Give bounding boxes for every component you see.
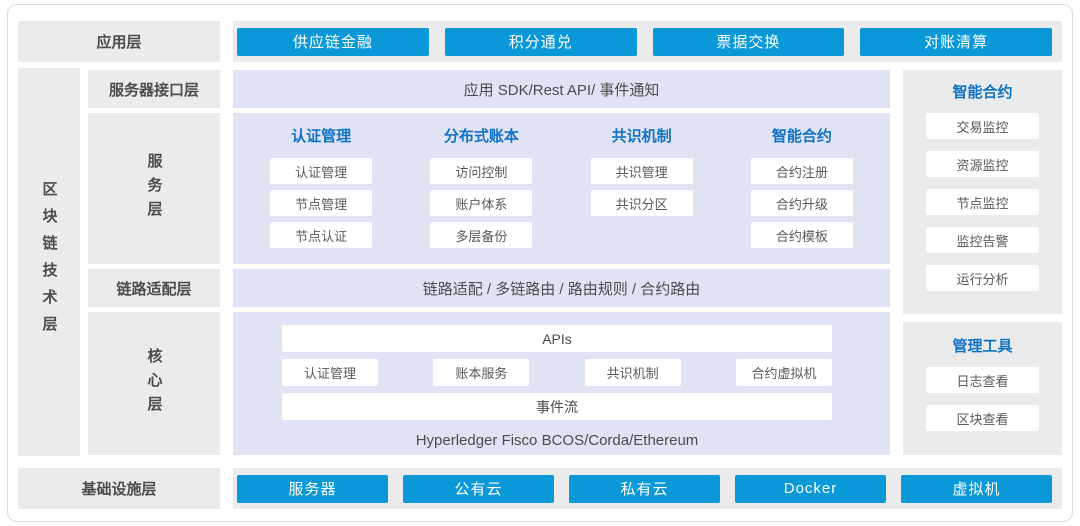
- service-item: 合约注册: [750, 158, 853, 184]
- blockchain-tech-layer-text: 区块链技术层: [40, 181, 58, 343]
- tools-item: 区块查看: [926, 405, 1039, 431]
- monitor-item: 交易监控: [926, 113, 1039, 139]
- infra-node-server: 服务器: [237, 474, 388, 503]
- link-adapter-bar: 链路适配 / 多链路由 / 路由规则 / 合约路由: [233, 269, 890, 307]
- service-layer-label: 服务层: [88, 113, 220, 264]
- core-module: 共识机制: [584, 359, 681, 386]
- app-layer-strip: 供应链金融 积分通兑 票据交换 对账清算: [233, 21, 1062, 62]
- service-column-consensus: 共识机制 共识管理 共识分区: [562, 123, 722, 256]
- monitor-item: 节点监控: [926, 189, 1039, 215]
- monitor-item: 监控告警: [926, 227, 1039, 253]
- service-item: 共识管理: [590, 158, 693, 184]
- core-module: 认证管理: [282, 359, 378, 386]
- app-node-bill-exchange: 票据交换: [652, 27, 845, 56]
- app-node-points-exchange: 积分通兑: [444, 27, 637, 56]
- service-column-header: 智能合约: [771, 128, 832, 145]
- core-module: 账本服务: [433, 359, 530, 386]
- tools-panel-title: 管理工具: [952, 338, 1013, 355]
- app-node-reconciliation: 对账清算: [860, 27, 1052, 56]
- infra-node-docker: Docker: [735, 474, 886, 503]
- link-layer-label: 链路适配层: [88, 269, 220, 307]
- service-column-contract: 智能合约 合约注册 合约升级 合约模板: [722, 123, 882, 256]
- apis-bar: APIs: [282, 325, 832, 352]
- infra-node-vm: 虚拟机: [901, 474, 1052, 503]
- service-column-header: 分布式账本: [443, 128, 519, 145]
- core-layer-label: 核心层: [88, 312, 220, 455]
- core-layer-text: 核心层: [145, 347, 163, 420]
- service-item: 节点认证: [270, 222, 373, 248]
- service-column-ledger: 分布式账本 访问控制 账户体系 多层备份: [401, 123, 561, 256]
- monitor-item: 运行分析: [926, 265, 1039, 291]
- service-item: 多层备份: [430, 222, 533, 248]
- app-node-supply-chain-finance: 供应链金融: [237, 27, 429, 56]
- sdk-api-bar: 应用 SDK/Rest API/ 事件通知: [233, 70, 890, 108]
- service-item: 访问控制: [430, 158, 533, 184]
- infra-node-public-cloud: 公有云: [403, 474, 554, 503]
- service-item: 认证管理: [270, 158, 373, 184]
- service-item: 节点管理: [270, 190, 373, 216]
- app-layer-label: 应用层: [18, 21, 220, 62]
- infra-node-private-cloud: 私有云: [569, 474, 720, 503]
- tools-item: 日志查看: [926, 367, 1039, 393]
- platforms-text: Hyperledger Fisco BCOS/Corda/Ethereum: [415, 432, 699, 449]
- service-layer-text: 服务层: [145, 152, 163, 225]
- service-column-header: 共识机制: [611, 128, 672, 145]
- service-item: 共识分区: [590, 190, 693, 216]
- service-item: 合约模板: [750, 222, 853, 248]
- service-item: 合约升级: [750, 190, 853, 216]
- core-module: 合约虚拟机: [735, 359, 832, 386]
- monitor-item: 资源监控: [926, 151, 1039, 177]
- infrastructure-strip: 服务器 公有云 私有云 Docker 虚拟机: [233, 468, 1062, 509]
- service-layer-panel: 认证管理 认证管理 节点管理 节点认证 分布式账本 访问控制 账户体系 多层备份…: [233, 113, 890, 264]
- interface-layer-label: 服务器接口层: [88, 70, 220, 108]
- blockchain-tech-layer-label: 区块链技术层: [18, 68, 80, 456]
- service-column-header: 认证管理: [291, 128, 352, 145]
- service-item: 账户体系: [430, 190, 533, 216]
- infrastructure-layer-label: 基础设施层: [18, 468, 220, 509]
- core-layer-panel: APIs 认证管理 账本服务 共识机制 合约虚拟机 事件流 Hyperledge…: [233, 312, 890, 455]
- tools-panel: 管理工具 日志查看 区块查看: [903, 322, 1062, 455]
- core-modules-row: 认证管理 账本服务 共识机制 合约虚拟机: [282, 359, 832, 386]
- service-column-auth: 认证管理 认证管理 节点管理 节点认证: [241, 123, 401, 256]
- monitor-panel: 智能合约 交易监控 资源监控 节点监控 监控告警 运行分析: [903, 70, 1062, 314]
- event-stream-bar: 事件流: [282, 393, 832, 420]
- monitor-panel-title: 智能合约: [952, 84, 1013, 101]
